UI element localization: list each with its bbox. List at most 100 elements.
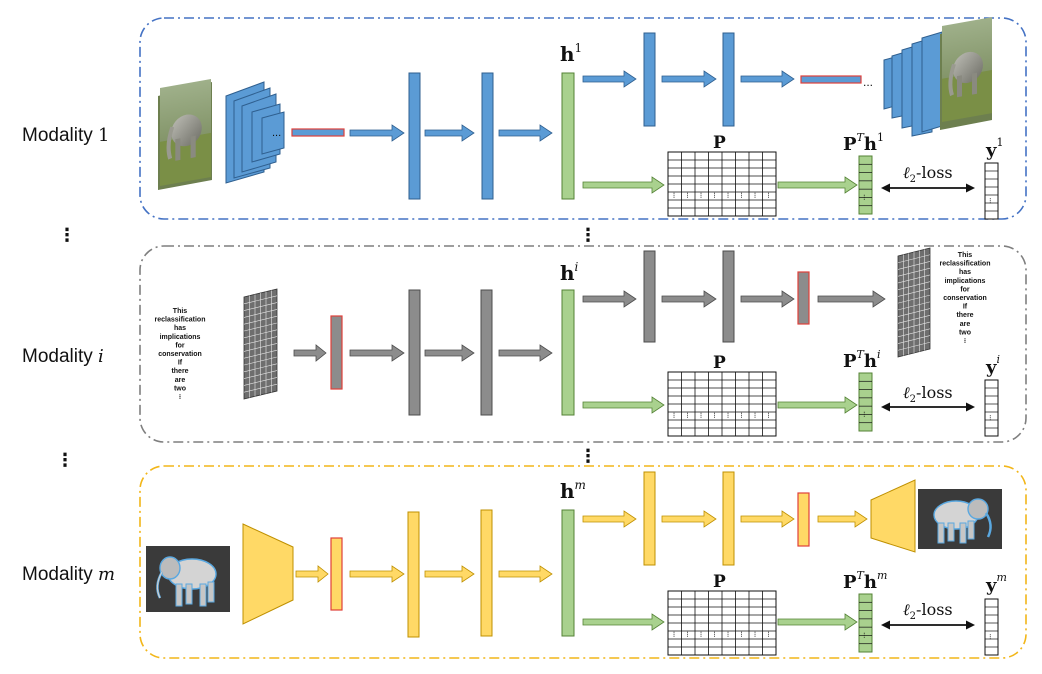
projection-matrix-P: ⁝⁝⁝⁝⁝⁝⁝⁝ [667,590,777,656]
arrow [740,70,795,88]
arrow [293,344,327,362]
arrow [424,344,475,362]
grid-line [897,341,931,351]
arrow [661,70,717,88]
modality-i-label: Modality i [22,346,104,368]
shared-latent-h [561,289,575,416]
matrix-ellipsis: ⁝ [727,191,730,200]
matrix-ellipsis: ⁝ [740,630,743,639]
modality-m-container [139,465,1027,659]
projected-vector: ⁝ [858,372,873,432]
sentence-word: has [174,325,186,332]
modality-label-text: Modality [22,346,93,367]
arrow [498,124,553,142]
vector-ellipsis: ⁝ [863,193,866,202]
projected-label: PThi [843,348,881,372]
ellipsis: ... [863,75,873,89]
loss-label: ℓ2-loss [903,383,953,405]
loss-label: ℓ2-loss [903,600,953,622]
arrow [349,344,405,362]
grid-line [897,288,931,297]
sentence-word: for [960,286,970,293]
projected-label: PTh1 [843,131,884,155]
matrix-ellipsis: ⁝ [700,630,703,639]
modality-symbol: i [98,346,104,367]
target-label: yi [985,353,1000,378]
modality-m-row: hm ⁝⁝⁝⁝⁝⁝⁝⁝ P ⁝ PThm ℓ2-loss ⁝ ym [144,471,1007,656]
projection-matrix-P: ⁝⁝⁝⁝⁝⁝⁝⁝ [667,151,777,217]
deconv-decoder-stack [883,31,943,137]
sentence-word: reclassification [155,317,206,324]
sentence-word: has [959,269,971,276]
grid-line [243,302,278,311]
arrow [498,565,553,583]
arrow-head [966,183,975,193]
modality-m-label: Modality m [22,564,115,586]
sentence-word: This [958,252,972,259]
projected-label: PThm [843,569,887,593]
arrow [424,124,475,142]
grid-line [897,328,931,338]
sentence-word: reclassification [940,261,991,268]
arrow [349,565,405,583]
grid-line [897,321,931,331]
grid-line [897,274,931,284]
arrow-head [881,402,890,412]
matrix-ellipsis: ⁝ [727,411,730,420]
matrix-ellipsis: ⁝ [700,411,703,420]
sentence-word: implications [160,334,201,341]
target-vector-y: ⁝ [984,162,999,220]
separator-dots: ⋮ [56,450,74,471]
vector-ellipsis: ⁝ [989,413,992,422]
decoder-fc-bar [643,32,656,127]
modality-1-row: ... h1 ... ⁝⁝⁝⁝⁝⁝⁝⁝ P [158,15,1003,220]
vector-border [984,598,999,656]
matrix-ellipsis: ⁝ [673,191,676,200]
arrow-head [966,620,975,630]
text-embedding-grid [243,288,278,400]
grid-line [243,322,278,332]
arrow [582,510,637,528]
modality-label-text: Modality [22,564,93,585]
arrow [582,70,637,88]
projected-vector: ⁝ [858,155,873,215]
decoder-fc-bar [722,32,735,127]
vector-border [984,379,999,437]
arrow [777,176,858,194]
arrow-head [881,620,890,630]
matrix-ellipsis: ⁝ [767,411,770,420]
sentence-word: there [956,312,973,319]
projection-matrix-label: P [713,353,726,373]
grid-line [243,356,278,366]
grid-line [243,363,278,373]
arrow [582,290,637,308]
matrix-ellipsis: ⁝ [754,191,757,200]
hidden-label: hi [560,260,579,285]
projection-matrix-P: ⁝⁝⁝⁝⁝⁝⁝⁝ [667,371,777,437]
separator-dots: ⋮ [579,446,597,467]
latent-vector [291,128,345,137]
sentence-word: two [174,385,186,392]
grid-line [897,294,931,304]
decoder-latent-vector [800,75,862,84]
modality-symbol: m [98,564,116,585]
decoder-text-latent [797,271,810,325]
arrow [661,510,717,528]
fc-layer-bar [408,289,421,416]
fc-layer-bar [480,289,493,416]
arrow-head [881,183,890,193]
grid-line [897,335,931,344]
fc-layer-bar [480,509,493,637]
projected-vector: ⁝ [858,593,873,653]
input-text-block: Thisreclassificationhasimplicationsforco… [155,308,206,401]
arrow [295,565,329,583]
sentence-word: implications [945,278,986,285]
sentence-word: If [178,360,183,367]
matrix-ellipsis: ⁝ [673,630,676,639]
vector-ellipsis: ⁝ [863,631,866,640]
sentence-word: are [175,377,186,384]
shared-latent-h [561,72,575,200]
output-image-icon [940,15,994,130]
matrix-ellipsis: ⁝ [740,191,743,200]
